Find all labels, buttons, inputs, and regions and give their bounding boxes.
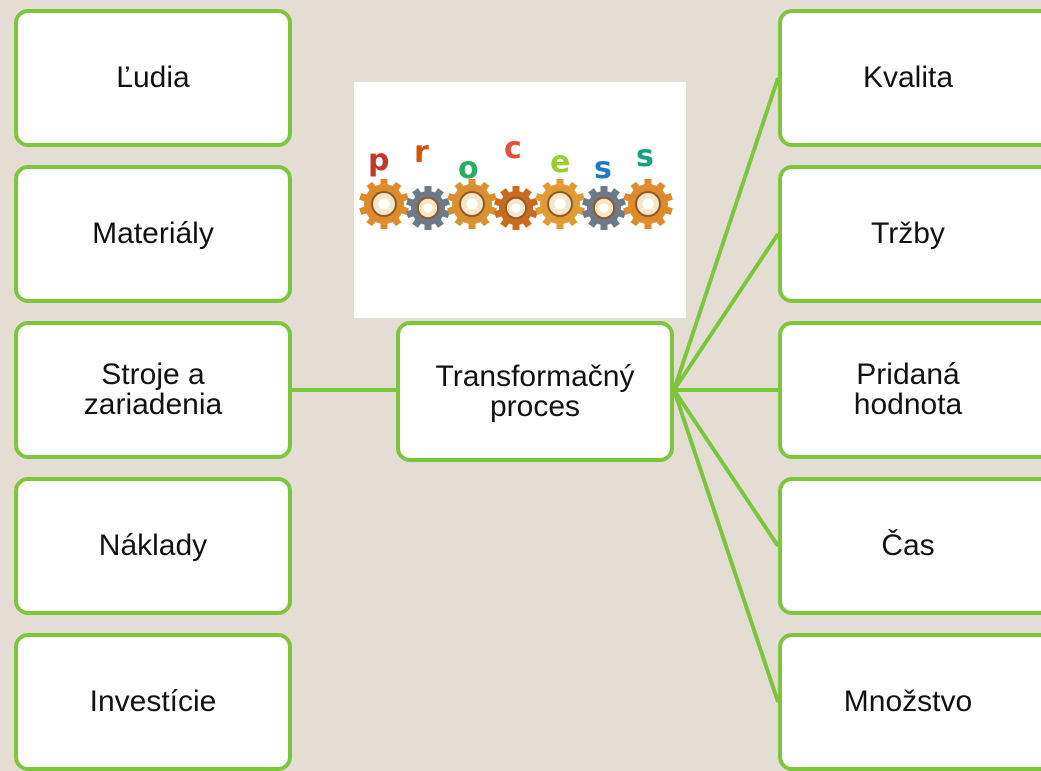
gear-icon [623,179,673,229]
output-label-pridana: Pridaná hodnota [854,360,992,420]
connector-center-to-kvalita [672,77,780,391]
process-letter-r: r [414,135,429,170]
process-letter-c: c [504,131,522,166]
process-letter-o: o [458,151,479,186]
output-label-pridana-line1: Pridaná [856,358,960,391]
process-letter-s1: s [594,151,612,186]
gear-icon [405,186,451,230]
input-box-naklady: Náklady [14,477,292,615]
connector-center-to-mnozstvo [672,389,780,703]
output-box-cas: Čas [778,477,1041,615]
input-label-stroje: Stroje a zariadenia [84,360,222,420]
process-letter-p: p [368,143,389,178]
input-box-stroje: Stroje a zariadenia [14,321,292,459]
input-label-ludia: Ľudia [116,61,190,94]
center-label-line2: proces [489,389,581,423]
output-label-trzby: Tržby [871,217,945,250]
gear-icon [535,179,585,229]
input-box-materialy: Materiály [14,165,292,303]
gears-icon: p r o c e s s [359,131,673,230]
output-box-mnozstvo: Množstvo [778,633,1041,771]
gear-icon [493,186,539,230]
output-box-pridana-hodnota: Pridaná hodnota [778,321,1041,459]
center-label-line1: Transformačný [435,359,635,393]
connector-center-to-cas [672,388,780,548]
process-letter-e: e [550,145,570,180]
center-box-transformacny-proces: Transformačný proces [396,321,674,462]
output-label-cas: Čas [881,529,935,562]
gear-icon [581,186,627,230]
output-box-kvalita: Kvalita [778,9,1041,147]
output-box-trzby: Tržby [778,165,1041,303]
output-label-pridana-line2: hodnota [853,388,963,421]
input-label-materialy: Materiály [92,217,214,250]
process-gears-image: p r o c e s s [354,82,686,318]
input-label-stroje-line2: zariadenia [83,388,223,421]
output-label-mnozstvo: Množstvo [843,685,973,718]
gear-row [359,179,673,230]
gear-icon [359,179,409,229]
process-letter-s2: s [636,139,654,174]
output-label-kvalita: Kvalita [862,61,954,94]
input-label-stroje-line1: Stroje a [101,358,205,391]
center-label: Transformačný proces [435,359,635,423]
connector-center-to-trzby [672,232,780,392]
input-box-investicie: Investície [14,633,292,771]
input-label-naklady: Náklady [98,529,208,562]
gear-icon [447,179,497,229]
input-label-investicie: Investície [89,685,217,718]
input-box-ludia: Ľudia [14,9,292,147]
